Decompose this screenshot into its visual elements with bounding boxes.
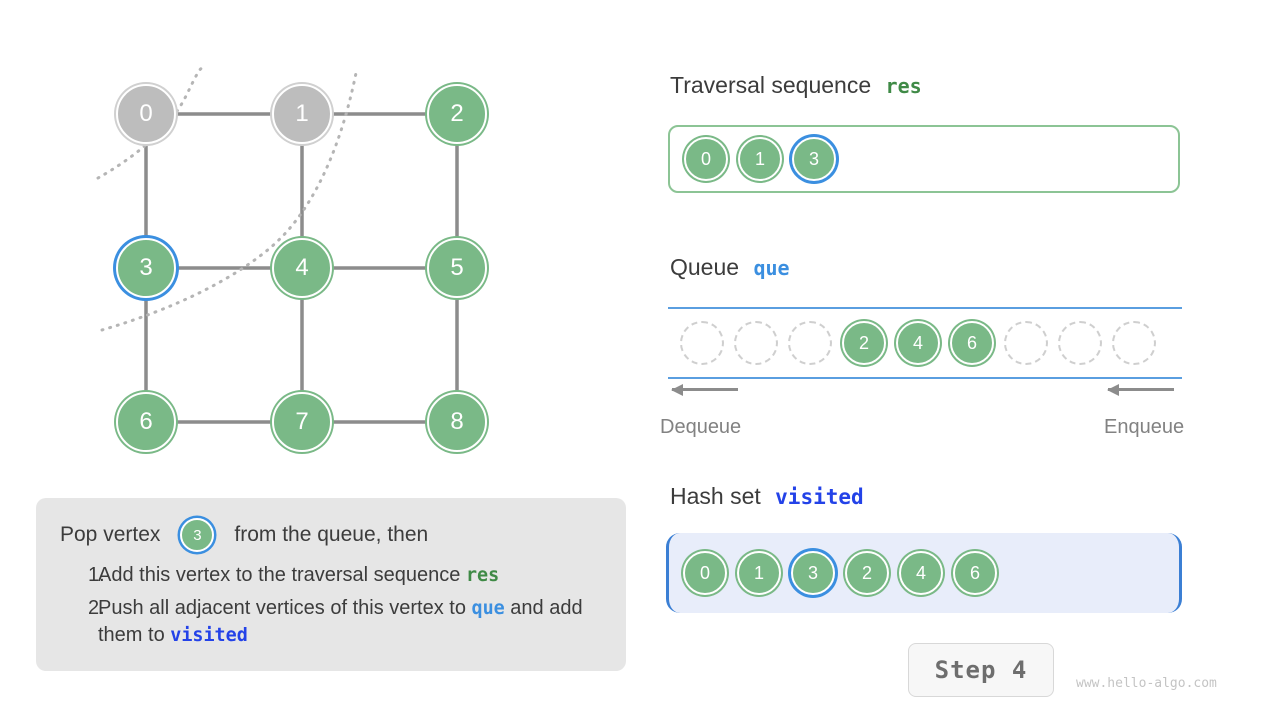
hashset-title-keyword: visited	[775, 485, 864, 509]
graph-node-label: 5	[450, 254, 464, 281]
explanation-step-number: 2.	[88, 597, 105, 619]
visited-token-label: 4	[915, 562, 926, 583]
res-token[interactable]: 0	[684, 137, 728, 181]
res-title-keyword: res	[885, 74, 922, 98]
explanation-keyword: que	[471, 598, 505, 619]
graph-node-8[interactable]: 8	[427, 392, 487, 452]
visited-token[interactable]: 4	[899, 551, 943, 595]
explanation-keyword: visited	[170, 625, 248, 646]
res-token[interactable]: 1	[738, 137, 782, 181]
explanation-head-after: from the queue, then	[234, 523, 429, 546]
explanation-headline: Pop vertex 3 from the queue, then	[60, 518, 602, 552]
explanation-head-before: Pop vertex	[60, 523, 161, 546]
visited-token-label: 6	[969, 562, 980, 583]
explanation-panel: Pop vertex 3 from the queue, then 1.Add …	[36, 498, 626, 671]
graph-node-label: 0	[139, 100, 153, 127]
graph-node-7[interactable]: 7	[272, 392, 332, 452]
wavefront-inner	[96, 66, 206, 180]
visited-token[interactable]: 6	[953, 551, 997, 595]
graph-node-6[interactable]: 6	[116, 392, 176, 452]
graph-node-1[interactable]: 1	[272, 84, 332, 144]
enqueue-arrow-icon	[1107, 383, 1174, 396]
step-indicator: Step 4	[908, 643, 1054, 697]
hashset-title-text: Hash set	[670, 483, 761, 509]
visited-token[interactable]: 2	[845, 551, 889, 595]
queue-title-text: Queue	[670, 254, 740, 280]
graph-node-label: 7	[295, 408, 309, 435]
step-indicator-label: Step 4	[934, 656, 1028, 684]
explanation-step-number: 1.	[88, 564, 105, 586]
graph-node-2[interactable]: 2	[427, 84, 487, 144]
popped-vertex-value: 3	[193, 526, 202, 544]
explanation-keyword: res	[465, 565, 500, 586]
res-token-label: 3	[808, 148, 819, 169]
queue-direction-arrows	[666, 383, 1200, 406]
state-panel: Traversal sequence res 0 1 3 Queue que 2 4 6…	[660, 0, 1280, 720]
visited-token[interactable]: 1	[737, 551, 781, 595]
graph-node-label: 3	[139, 254, 153, 281]
res-section-title: Traversal sequence res	[670, 72, 922, 99]
graph-node-label: 8	[450, 408, 464, 435]
wavefront-group	[96, 66, 359, 332]
graph-node-0[interactable]: 0	[116, 84, 176, 144]
graph-node-3[interactable]: 3	[116, 238, 176, 298]
queue-slot-label: 6	[966, 332, 977, 353]
visited-token-label: 3	[807, 562, 818, 583]
res-token[interactable]: 3	[792, 137, 836, 181]
traversal-sequence-container: 0 1 3	[668, 125, 1180, 193]
queue-slot-label: 4	[912, 332, 923, 353]
graph-node-5[interactable]: 5	[427, 238, 487, 298]
visited-token-label: 1	[753, 562, 764, 583]
queue-slot	[1112, 321, 1156, 365]
visited-token-label: 2	[861, 562, 872, 583]
explanation-step: 2.Push all adjacent vertices of this ver…	[60, 595, 602, 649]
explanation-step-text: Push all adjacent vertices of this verte…	[98, 597, 583, 646]
hashset-section-title: Hash set visited	[670, 483, 864, 510]
queue-section-title: Queue que	[670, 254, 790, 281]
queue-slot	[734, 321, 778, 365]
visited-token-label: 0	[699, 562, 710, 583]
queue-title-keyword: que	[753, 256, 790, 280]
queue-slot	[788, 321, 832, 365]
queue-slot-label: 2	[858, 332, 869, 353]
graph-node-label: 4	[295, 254, 309, 281]
explanation-steps-list: 1.Add this vertex to the traversal seque…	[60, 562, 602, 649]
res-title-text: Traversal sequence	[670, 72, 872, 98]
enqueue-label: Enqueue	[1104, 416, 1185, 438]
explanation-step: 1.Add this vertex to the traversal seque…	[60, 562, 602, 589]
queue-slot	[1058, 321, 1102, 365]
queue-slot	[680, 321, 724, 365]
queue-slot[interactable]: 2	[842, 321, 886, 365]
explanation-step-text: Add this vertex to the traversal sequenc…	[98, 564, 500, 586]
visited-token[interactable]: 0	[683, 551, 727, 595]
graph-node-label: 1	[295, 100, 309, 127]
queue-slot[interactable]: 6	[950, 321, 994, 365]
graph-panel: 0 1 2 3 4 5 6 7 8	[0, 0, 620, 480]
queue-container: 2 4 6	[668, 307, 1182, 379]
queue-slot[interactable]: 4	[896, 321, 940, 365]
res-token-label: 1	[754, 148, 765, 169]
dequeue-label: Dequeue	[660, 416, 742, 438]
visited-set-container: 0 1 3 2 4 6	[666, 533, 1182, 613]
graph-node-4[interactable]: 4	[272, 238, 332, 298]
res-token-label: 0	[700, 148, 711, 169]
visited-token[interactable]: 3	[791, 551, 835, 595]
graph-node-label: 6	[139, 408, 153, 435]
watermark: www.hello-algo.com	[1076, 676, 1217, 691]
queue-slot	[1004, 321, 1048, 365]
wavefront-outer	[100, 66, 359, 332]
graph-node-label: 2	[450, 100, 464, 127]
popped-vertex-badge: 3	[180, 518, 215, 552]
dequeue-arrow-icon	[671, 383, 738, 396]
